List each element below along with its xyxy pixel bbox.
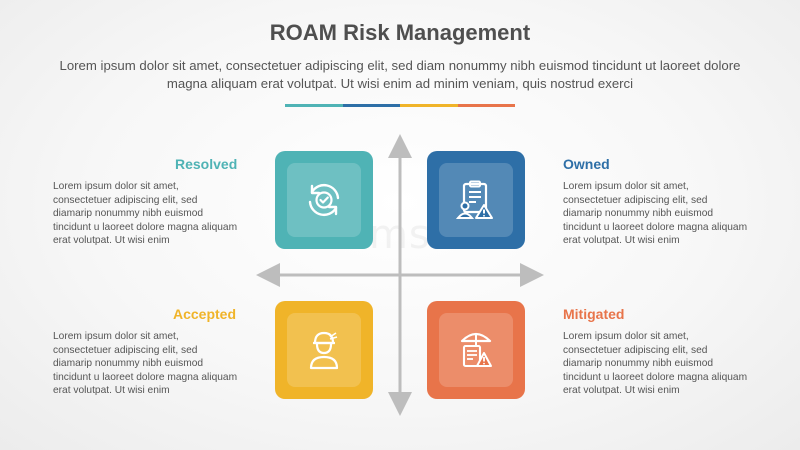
mitigated-box-inner [439, 313, 513, 387]
color-bar-orange [457, 104, 515, 107]
mitigated-text: Lorem ipsum dolor sit amet, consectetuer… [563, 331, 748, 397]
worker-person-icon [309, 331, 339, 370]
sync-check-icon [308, 183, 340, 217]
mitigated-heading: Mitigated [563, 306, 625, 322]
resolved-box-inner [287, 163, 361, 237]
title-color-bar [285, 104, 515, 107]
color-bar-blue [342, 104, 400, 107]
accepted-box-inner [287, 313, 361, 387]
resolved-box [275, 151, 373, 249]
owned-heading: Owned [563, 156, 610, 172]
owned-box [427, 151, 525, 249]
color-bar-yellow [400, 104, 458, 107]
resolved-text: Lorem ipsum dolor sit amet, consectetuer… [53, 181, 238, 247]
resolved-heading: Resolved [175, 156, 238, 172]
color-bar-teal [285, 104, 343, 107]
accepted-box [275, 301, 373, 399]
owned-box-inner [439, 163, 513, 237]
umbrella-clipboard-warning-icon [460, 332, 492, 368]
mitigated-box [427, 301, 525, 399]
accepted-heading: Accepted [173, 306, 237, 322]
owned-text: Lorem ipsum dolor sit amet, consectetuer… [563, 181, 748, 247]
accepted-text: Lorem ipsum dolor sit amet, consectetuer… [53, 331, 238, 397]
page-subtitle: Lorem ipsum dolor sit amet, consectetuer… [59, 58, 741, 91]
clipboard-person-warning-icon [455, 180, 493, 219]
page-title: ROAM Risk Management [269, 20, 531, 45]
